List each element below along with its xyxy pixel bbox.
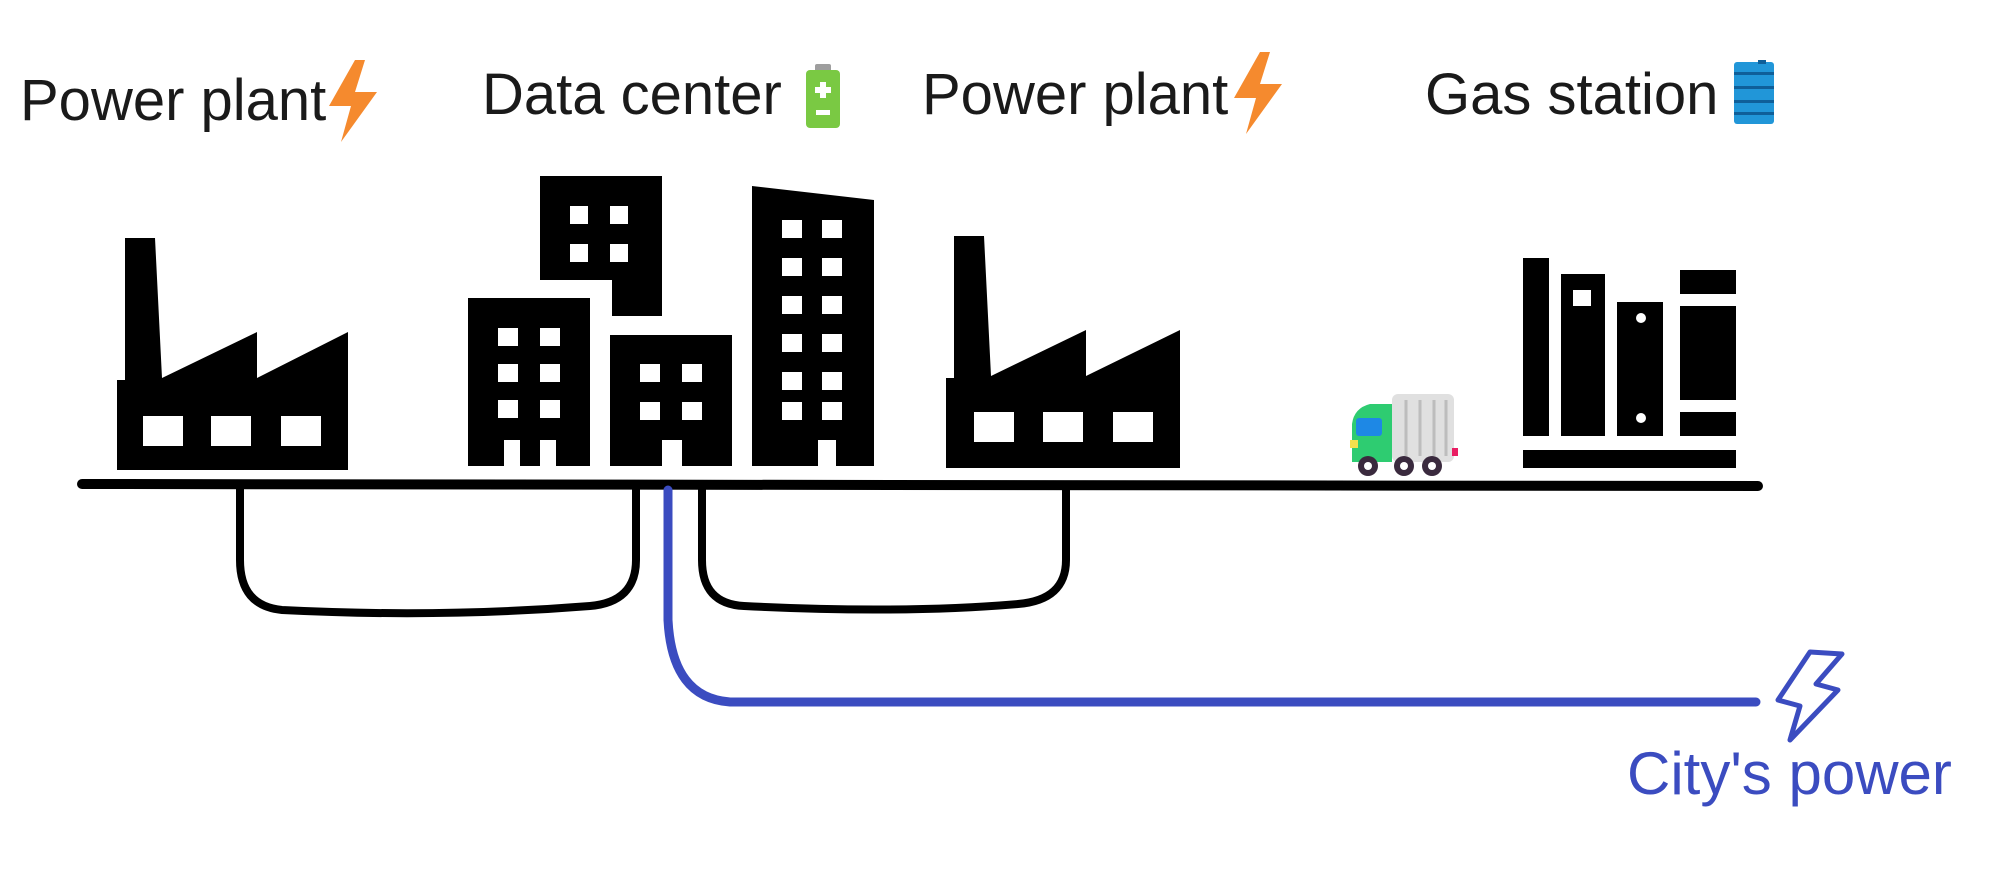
label-text: Gas station	[1425, 62, 1719, 127]
fuel-truck-icon	[1350, 394, 1458, 476]
data-center-buildings	[468, 176, 874, 466]
ground-line	[77, 479, 1763, 491]
label-text: City's power	[1627, 740, 1952, 807]
lightning-bolt-icon	[1234, 52, 1282, 134]
fuel-barrel-icon	[1734, 60, 1774, 124]
label-text: Data center	[482, 62, 782, 127]
label-data-center: Data center	[482, 66, 782, 124]
power-plant-building-1	[117, 238, 348, 470]
power-plant-building-2	[946, 236, 1180, 468]
lightning-bolt-icon	[329, 60, 377, 142]
gas-station-building	[1523, 258, 1736, 468]
label-gas-station: Gas station	[1425, 66, 1718, 124]
lightning-outline-icon	[1775, 649, 1845, 743]
city-power-line	[663, 485, 1761, 707]
label-text: Power plant	[922, 62, 1229, 127]
label-text: Power plant	[20, 68, 327, 133]
connection-loop-2	[698, 484, 1070, 614]
connection-loop-1	[236, 484, 640, 618]
label-city-power: City's power	[1627, 744, 1952, 804]
battery-icon	[806, 64, 840, 128]
label-power-plant-1: Power plant	[20, 72, 326, 130]
label-power-plant-2: Power plant	[922, 66, 1228, 124]
